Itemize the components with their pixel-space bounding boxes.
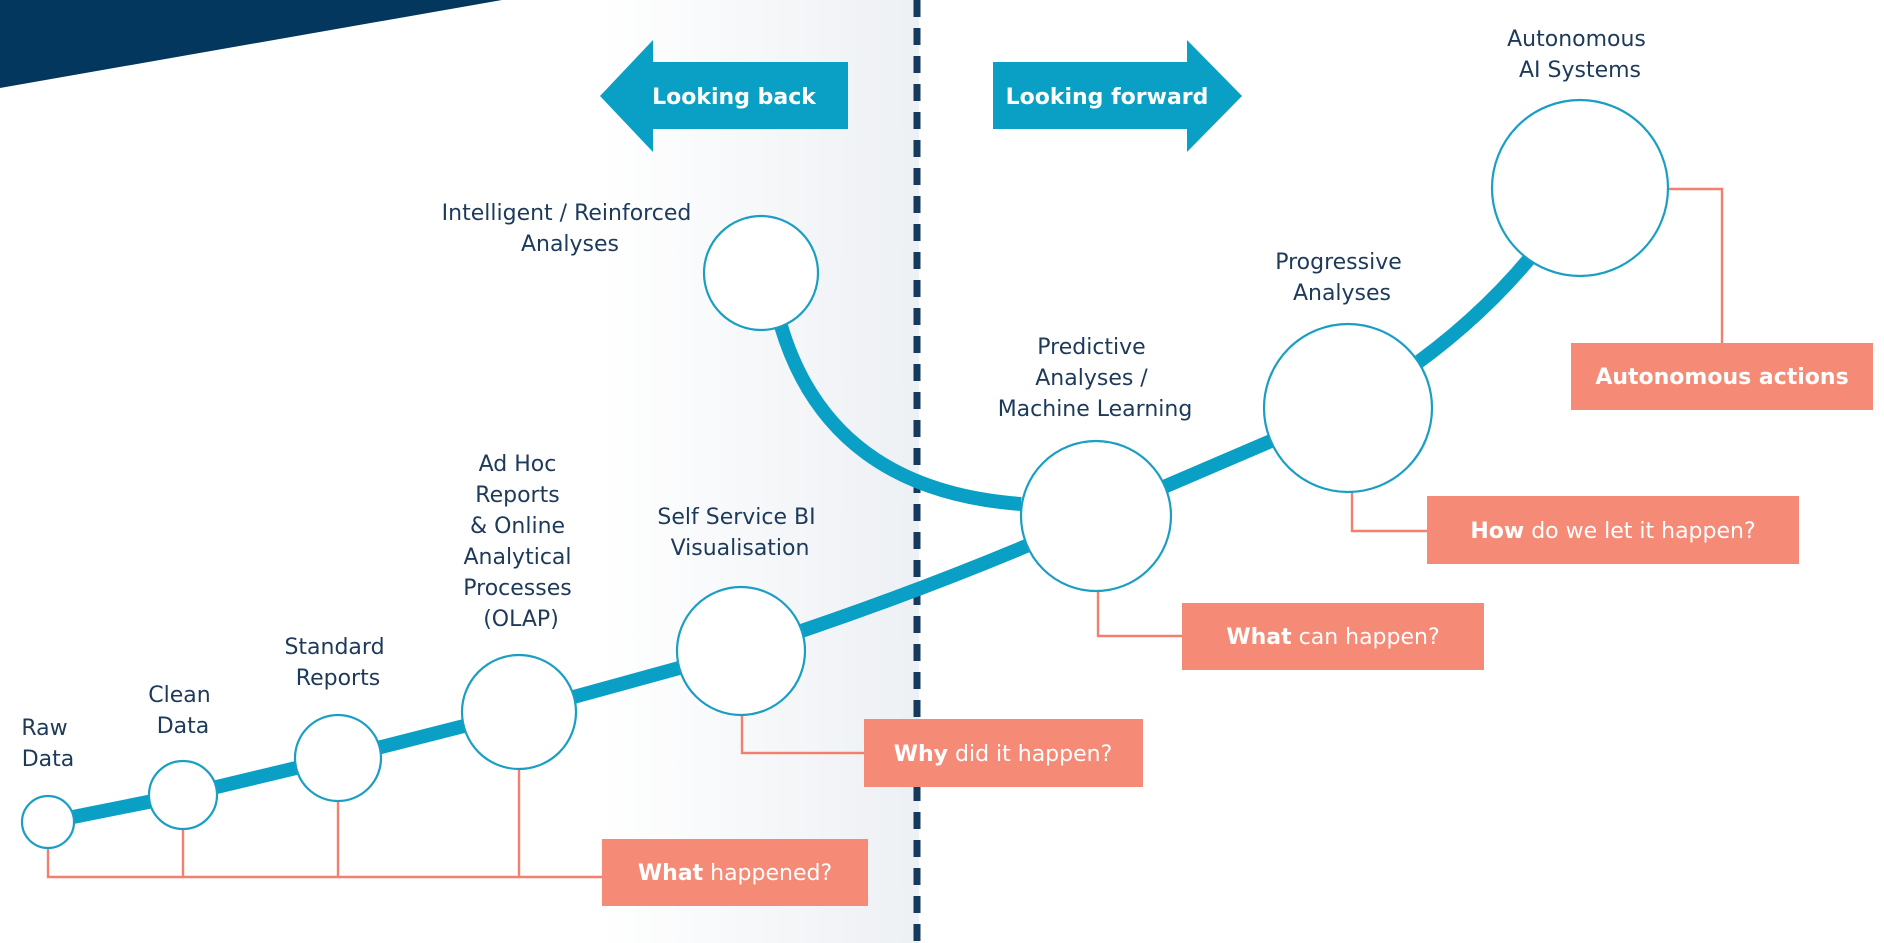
how-connector	[1350, 492, 1427, 533]
autonomous-connector	[1668, 187, 1724, 343]
node-intelligent	[702, 214, 820, 332]
looking-forward-label: Looking forward	[1006, 85, 1209, 110]
question-how-do-we-let-it-happen: How do we let it happen?	[1427, 496, 1799, 564]
node-predictive	[1019, 439, 1173, 593]
intelligent-branch-path	[774, 323, 1022, 511]
node-raw-data	[20, 794, 76, 850]
label-predictive: Predictive Analyses / Machine Learning	[998, 335, 1193, 422]
question-what-happened: What happened?	[602, 839, 868, 906]
label-standard-reports: Standard Reports	[284, 635, 391, 691]
label-self-service-bi: Self Service BI Visualisation	[657, 505, 822, 561]
node-ad-hoc	[460, 653, 578, 771]
svg-text:Why did it happen?: Why did it happen?	[894, 742, 1113, 767]
label-raw-data: Raw Data	[21, 716, 74, 772]
label-progressive: Progressive Analyses	[1275, 250, 1409, 306]
node-standard-reports	[293, 713, 383, 803]
node-clean-data	[147, 759, 219, 831]
header-banner	[0, 0, 502, 88]
looking-back-arrow: Looking back	[600, 40, 848, 152]
label-ad-hoc: Ad Hoc Reports & Online Analytical Proce…	[463, 452, 578, 632]
looking-forward-arrow: Looking forward	[993, 40, 1242, 152]
node-autonomous-ai	[1490, 98, 1670, 278]
what-happened-bracket	[46, 769, 602, 879]
label-intelligent: Intelligent / Reinforced Analyses	[442, 201, 699, 257]
question-what-can-happen: What can happen?	[1182, 603, 1484, 670]
right-arrow-icon	[993, 40, 1242, 152]
svg-text:Autonomous actions: Autonomous actions	[1595, 365, 1848, 390]
question-why-did-it-happen: Why did it happen?	[864, 719, 1143, 787]
svg-text:What happened?: What happened?	[638, 861, 832, 886]
svg-text:What can happen?: What can happen?	[1226, 625, 1439, 650]
why-connector	[740, 715, 864, 755]
left-arrow-icon	[600, 40, 848, 152]
svg-text:How do we let it happen?: How do we let it happen?	[1470, 519, 1755, 544]
label-autonomous-ai: Autonomous AI Systems	[1507, 27, 1653, 83]
node-progressive	[1262, 322, 1434, 494]
node-self-service-bi	[675, 585, 807, 717]
looking-back-label: Looking back	[652, 85, 817, 110]
what-can-connector	[1096, 591, 1182, 638]
label-clean-data: Clean Data	[148, 683, 217, 739]
question-autonomous-actions: Autonomous actions	[1571, 343, 1873, 410]
